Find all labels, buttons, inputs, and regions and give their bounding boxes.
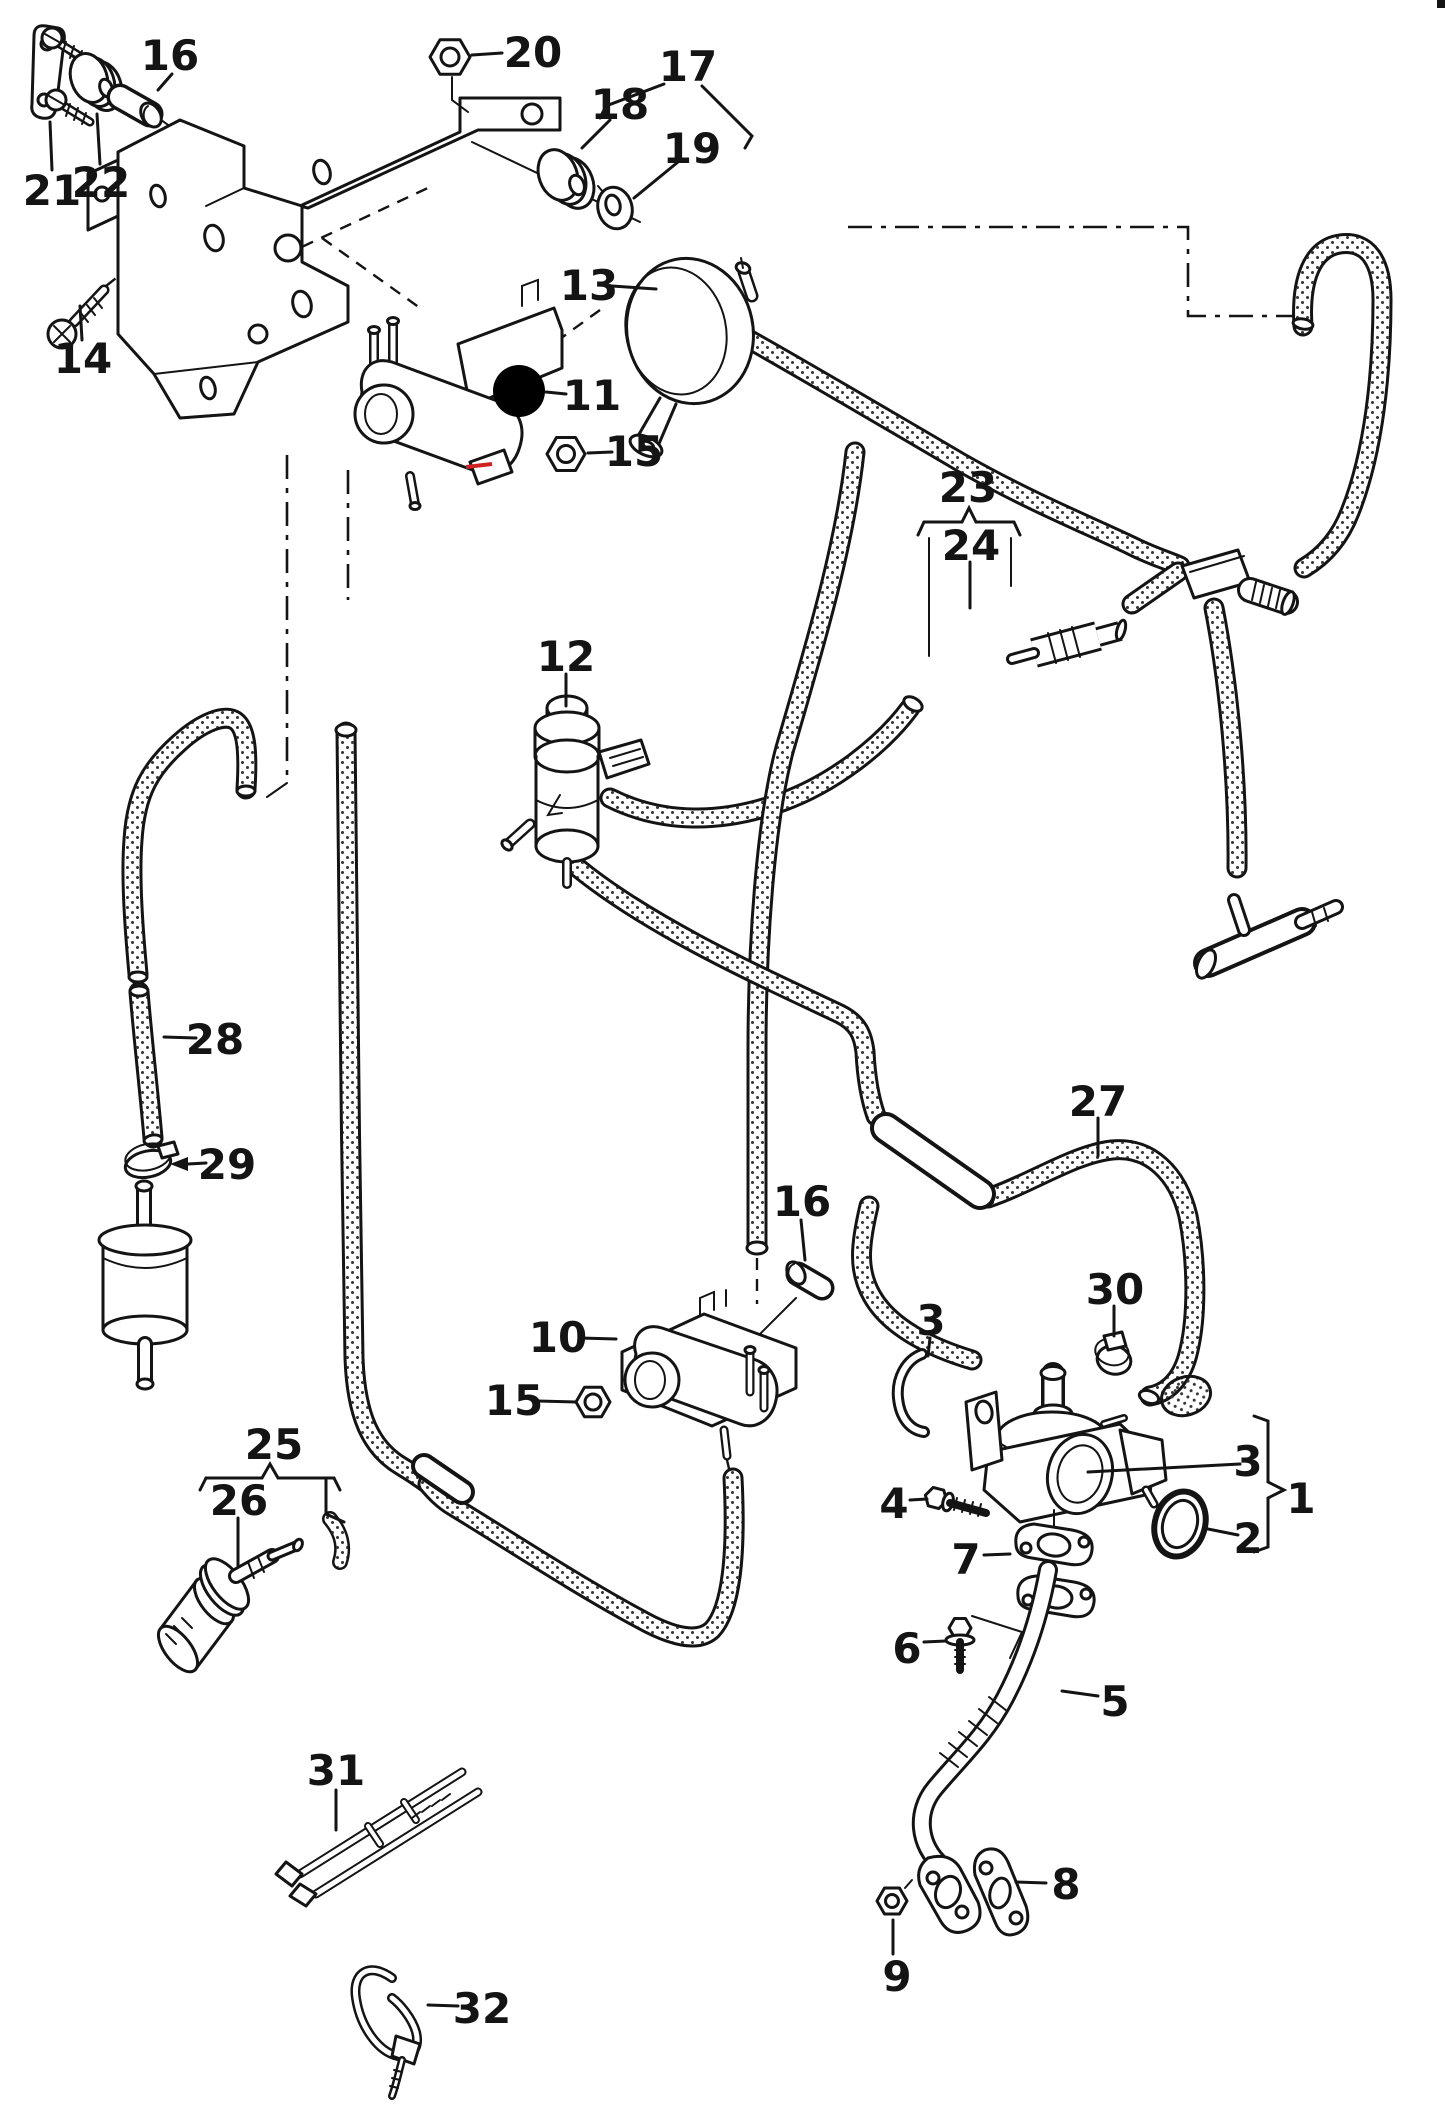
cable-tie-32: [350, 1965, 422, 2100]
bolt-4: [923, 1485, 990, 1517]
formed-hose-3: [891, 1348, 930, 1438]
callout-12: 12: [537, 632, 595, 681]
sender-26: [156, 1537, 304, 1674]
egr-valve: [964, 1362, 1212, 1524]
callout-8: 8: [1051, 1860, 1080, 1909]
nut-9: [875, 1879, 913, 1916]
gasket-7-upper: [1014, 1522, 1094, 1567]
nut-15-lower: [574, 1385, 612, 1419]
callout-7: 7: [951, 1535, 980, 1584]
hose-clamp-29: [123, 1140, 188, 1180]
mounting-bracket: [86, 96, 562, 420]
nut-20: [428, 38, 472, 113]
grommet-22: [68, 52, 124, 112]
bushing-16-middle: [785, 1260, 835, 1301]
callout-labels: 16 20 17 18 19 21 22 14 13 11 15 23 24 1…: [23, 28, 1316, 2033]
hose-end-openings: [127, 317, 1315, 1406]
inline-filter: [97, 1179, 193, 1391]
vacuum-hoses: [129, 244, 1382, 1637]
callout-31: 31: [307, 1746, 365, 1795]
callout-2: 2: [1233, 1514, 1262, 1563]
screw-plate-21: [30, 24, 95, 127]
callout-24: 24: [942, 521, 1000, 570]
gasket-8: [973, 1847, 1030, 1937]
callout-25: 25: [245, 1420, 303, 1469]
leader-lines: [48, 51, 1288, 2008]
callout-21: 21: [23, 166, 81, 215]
t-connector-with-knurled-cap: [1180, 548, 1299, 616]
solenoid-valve-10: [620, 1289, 798, 1461]
callout-14: 14: [54, 334, 112, 383]
callout-20: 20: [504, 28, 562, 77]
egr-pipe-5: [911, 1560, 1058, 1934]
check-valve-24: [1006, 618, 1128, 668]
vacuum-actuator-13: [624, 256, 759, 459]
hose-sleeve-connector-27: [870, 1112, 996, 1210]
callout-15-lower: 15: [485, 1376, 543, 1425]
callout-16-top: 16: [141, 31, 199, 80]
red-mark: [465, 462, 493, 469]
callout-15-upper: 15: [605, 427, 663, 476]
callout-6: 6: [892, 1624, 921, 1673]
callout-4: 4: [879, 1479, 908, 1528]
bolt-6: [944, 1617, 976, 1674]
callout-1: 1: [1286, 1474, 1315, 1523]
corner-mark: [1437, 0, 1445, 8]
callout-28: 28: [186, 1015, 244, 1064]
screw-14: [46, 284, 110, 350]
highlight-dot-11: [493, 365, 545, 417]
nut-15-upper: [545, 436, 587, 472]
callout-10: 10: [529, 1313, 587, 1362]
hose-junction-connector: [411, 1453, 475, 1505]
solenoid-valve-11: [353, 278, 564, 511]
callout-3-right: 3: [1233, 1437, 1262, 1486]
callout-22: 22: [72, 158, 130, 207]
callout-11: 11: [563, 371, 621, 420]
callout-16-mid: 16: [773, 1177, 831, 1226]
arrow-icon: [170, 1157, 188, 1171]
screw-icon: [44, 88, 95, 127]
hose-clamp-30: [1094, 1330, 1133, 1376]
callout-13: 13: [560, 261, 618, 310]
callout-26: 26: [210, 1476, 268, 1525]
callout-29: 29: [198, 1140, 256, 1189]
o-ring-2: [1151, 1488, 1209, 1560]
callout-30: 30: [1086, 1265, 1144, 1314]
callout-23: 23: [939, 463, 997, 512]
callout-32: 32: [453, 1984, 511, 2033]
solenoid-valve-12: [500, 694, 651, 889]
callout-18: 18: [591, 80, 649, 129]
callout-3-left: 3: [916, 1296, 945, 1345]
callout-17: 17: [659, 42, 717, 91]
retainer-clip-31: [274, 1767, 483, 1908]
grommet-18: [536, 148, 596, 210]
callout-27: 27: [1069, 1077, 1127, 1126]
plug-washer-19: [596, 185, 634, 231]
perforated-disc: [1160, 1374, 1212, 1418]
t-fitting: [1193, 893, 1344, 980]
callout-9: 9: [882, 1952, 911, 2001]
bushing-16-top: [106, 83, 164, 129]
callout-5: 5: [1100, 1677, 1129, 1726]
callout-19: 19: [663, 124, 721, 173]
